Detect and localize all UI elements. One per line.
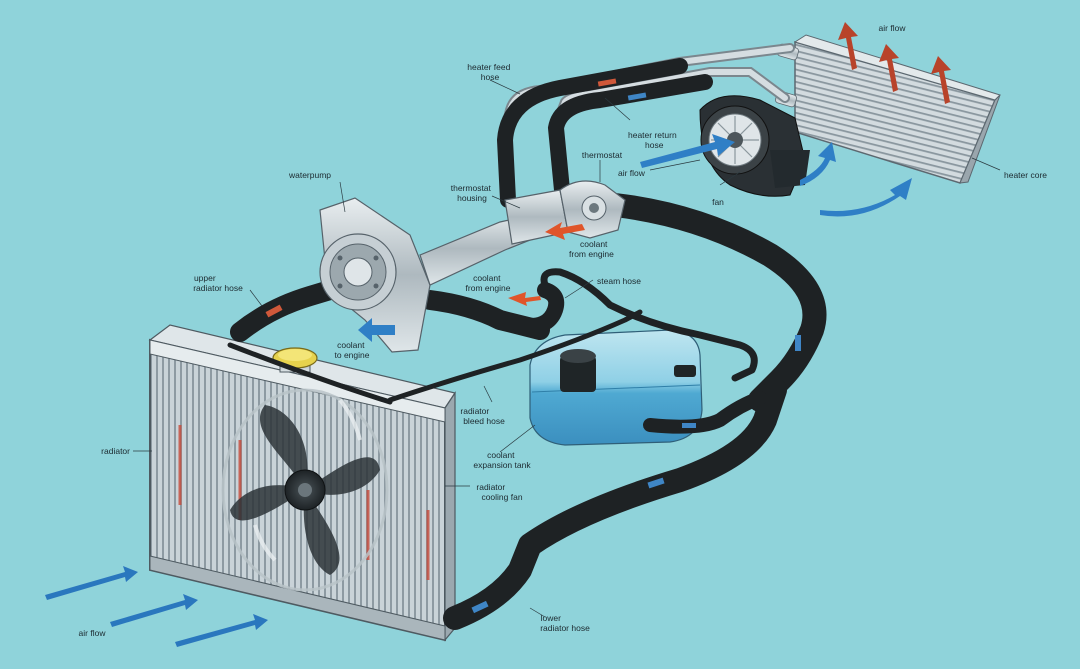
label-heater-feed-hose: heater feed hose	[467, 62, 512, 82]
label-radiator-bleed-hose: radiator bleed hose	[460, 406, 505, 426]
labels: air flow heater feed hose heater return …	[79, 23, 1048, 638]
heater-hoses	[496, 58, 713, 208]
label-coolant-expansion-tank: coolant expansion tank	[473, 450, 531, 470]
label-air-flow-bottom: air flow	[79, 628, 107, 638]
coolant-hoses	[227, 193, 827, 630]
thermostat-housing	[559, 180, 626, 239]
leader-lines	[133, 79, 1001, 618]
label-fan: fan	[712, 197, 724, 207]
flow-arrows	[45, 22, 951, 647]
label-radiator: radiator	[101, 446, 130, 456]
label-lower-radiator-hose: lower radiator hose	[540, 613, 590, 633]
coolant-arrow-hot	[508, 222, 585, 306]
label-thermostat: thermostat	[582, 150, 623, 160]
label-air-flow-fan: air flow	[618, 168, 646, 178]
label-heater-core: heater core	[1004, 170, 1047, 180]
label-coolant-to-engine: coolant to engine	[335, 340, 370, 360]
coolant-expansion-tank	[529, 329, 703, 446]
radiator-air-arrows	[45, 566, 268, 647]
label-air-flow-top: air flow	[879, 23, 907, 33]
radiator-cooling-fan	[221, 388, 389, 592]
blower-fan	[699, 95, 810, 197]
heater-core	[775, 34, 1001, 184]
label-waterpump: waterpump	[288, 170, 331, 180]
label-thermostat-housing: thermostat housing	[451, 183, 494, 203]
water-pump	[319, 189, 569, 353]
label-upper-radiator-hose: upper radiator hose	[193, 273, 243, 293]
hot-air-arrow	[838, 22, 951, 104]
label-coolant-from-engine-1: coolant from engine	[569, 239, 614, 259]
label-radiator-cooling-fan: radiator cooling fan	[476, 482, 522, 502]
cool-air-arrow	[640, 134, 912, 217]
label-steam-hose: steam hose	[597, 276, 641, 286]
label-heater-return-hose: heater return hose	[628, 130, 679, 150]
coolant-arrow-cold	[358, 318, 395, 342]
label-coolant-from-engine-2: coolant from engine	[466, 273, 511, 293]
